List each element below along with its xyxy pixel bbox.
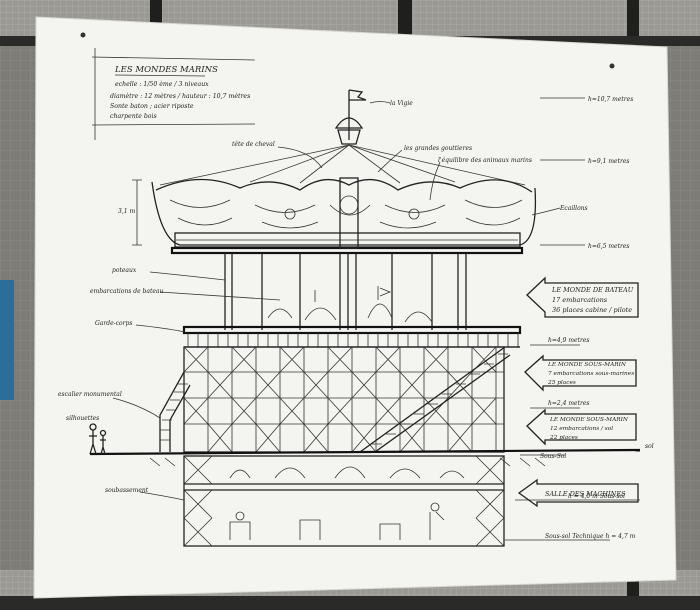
annotation-dim-left: 3,1 m	[118, 208, 135, 215]
elevation-sol: Sous-Sol	[540, 453, 566, 460]
annotation-tete-de-cheval: tête de cheval	[232, 141, 275, 148]
annotation-silhouettes: silhouettes	[66, 415, 99, 422]
annotations: la Vigie tête de cheval les grandes gout…	[58, 96, 654, 540]
elevation-top: h=10,7 metres	[588, 96, 633, 103]
elevation-4: h=4,9 metres	[548, 337, 590, 344]
annotation-soubassement: soubassement	[105, 487, 149, 494]
header-line-2: diamètre : 12 mètres / hauteur : 10,7 mè…	[110, 93, 250, 100]
callout-undersea-upper: LE MONDE SOUS-MARIN 7 embarcations sous-…	[524, 354, 637, 392]
callout-machine-room: SALLE DES MACHINES	[517, 478, 639, 508]
elevation-5: h=2,4 metres	[548, 400, 590, 407]
callout-2-line-1: LE MONDE SOUS-MARIN	[547, 362, 627, 368]
annotation-poteaux: poteaux	[112, 267, 137, 274]
annotation-gouttieres: les grandes gouttieres	[404, 145, 472, 152]
elevation-sous: h = 4,0 m Sous-sol	[568, 493, 625, 500]
callout-boat-world: LE MONDE DE BATEAU 17 embarcations 36 pl…	[526, 276, 639, 318]
elevation-sous-sol-technique: Sous-sol Technique h = 4,7 m	[545, 533, 636, 540]
header-line-4: charpente bois	[110, 113, 157, 120]
callout-2-line-3: 25 places	[547, 380, 576, 386]
elevation-2: h=9,1 metres	[588, 158, 630, 165]
header-line-3: Sonte baton ; acier riposte	[110, 103, 194, 110]
callout-4-line-1: SALLE DES MACHINES	[545, 490, 626, 498]
callout-1-line-3: 36 places cabine / pilote	[552, 306, 632, 314]
leader-lines	[112, 101, 561, 501]
callout-2-line-2: 7 embarcations sous-marines	[548, 371, 634, 377]
poster-title: LES MONDES MARINS	[114, 65, 218, 75]
callout-3-line-3: 22 places	[549, 435, 578, 441]
callout-undersea-lower: LE MONDE SOUS-MARIN 12 embarcations / so…	[526, 408, 637, 446]
annotation-embarcations: embarcations de bateau	[90, 288, 164, 295]
elevation-3: h=6,5 metres	[588, 243, 630, 250]
annotation-escalier: escalier monumental	[58, 391, 122, 398]
annotation-ecaillons: Ecaillons	[559, 205, 588, 212]
annotation-vigie: la Vigie	[390, 100, 413, 107]
annotation-animaux: l'équilibre des animaux marins	[438, 157, 532, 164]
callout-3-line-2: 12 embarcations / sol	[550, 426, 613, 432]
annotation-garde-corps: Garde-corps	[95, 320, 132, 327]
callout-1-line-1: LE MONDE DE BATEAU	[551, 286, 634, 294]
title-block: LES MONDES MARINS echelle : 1/50 ème / 3…	[91, 48, 256, 140]
callout-1-line-2: 17 embarcations	[552, 296, 608, 304]
callout-3-line-1: LE MONDE SOUS-MARIN	[549, 417, 629, 423]
carousel-drawing	[89, 89, 641, 547]
elevation-sol-ground: sol	[645, 443, 654, 450]
header-line-1: echelle : 1/50 ème / 3 niveaux	[115, 81, 209, 88]
